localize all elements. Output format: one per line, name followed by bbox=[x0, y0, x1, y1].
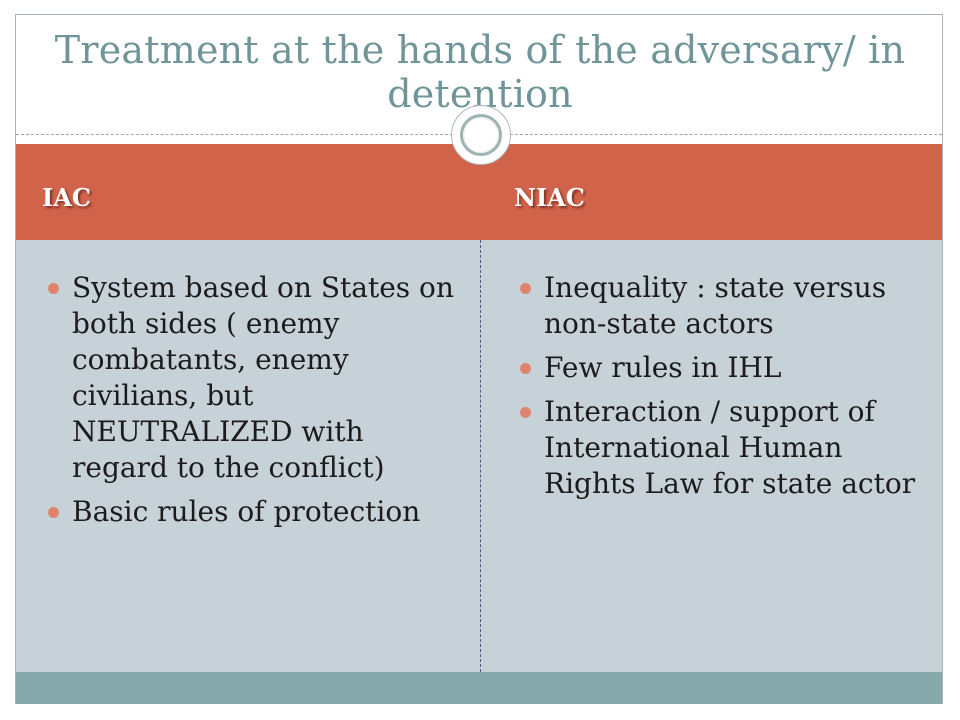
circle-ring-icon bbox=[451, 105, 511, 165]
bullet-text: Basic rules of protection bbox=[72, 495, 421, 528]
table-body bbox=[16, 240, 942, 672]
bullet-dot-icon bbox=[520, 407, 531, 418]
bullet-text: Interaction / support of International H… bbox=[544, 395, 916, 500]
circle-ring-inner bbox=[460, 114, 502, 156]
list-item: System based on States on both sides ( e… bbox=[46, 270, 456, 486]
bullet-dot-icon bbox=[48, 283, 59, 294]
bullet-dot-icon bbox=[520, 363, 531, 374]
list-item: Basic rules of protection bbox=[46, 494, 456, 530]
niac-bullet-list: Inequality : state versus non-state acto… bbox=[518, 270, 928, 510]
list-item: Inequality : state versus non-state acto… bbox=[518, 270, 928, 342]
bullet-text: Inequality : state versus non-state acto… bbox=[544, 271, 887, 340]
iac-bullet-list: System based on States on both sides ( e… bbox=[46, 270, 456, 538]
bullet-text: System based on States on both sides ( e… bbox=[72, 271, 454, 484]
column-heading-niac: NIAC bbox=[514, 183, 585, 212]
list-item: Few rules in IHL bbox=[518, 350, 928, 386]
slide-title: Treatment at the hands of the adversary/… bbox=[20, 16, 940, 128]
bullet-dot-icon bbox=[48, 507, 59, 518]
column-divider bbox=[480, 240, 481, 672]
column-heading-iac: IAC bbox=[42, 183, 91, 212]
slide-title-text: Treatment at the hands of the adversary/… bbox=[54, 28, 906, 116]
bullet-text: Few rules in IHL bbox=[544, 351, 782, 384]
bullet-dot-icon bbox=[520, 283, 531, 294]
list-item: Interaction / support of International H… bbox=[518, 394, 928, 502]
footer-band bbox=[16, 672, 942, 704]
